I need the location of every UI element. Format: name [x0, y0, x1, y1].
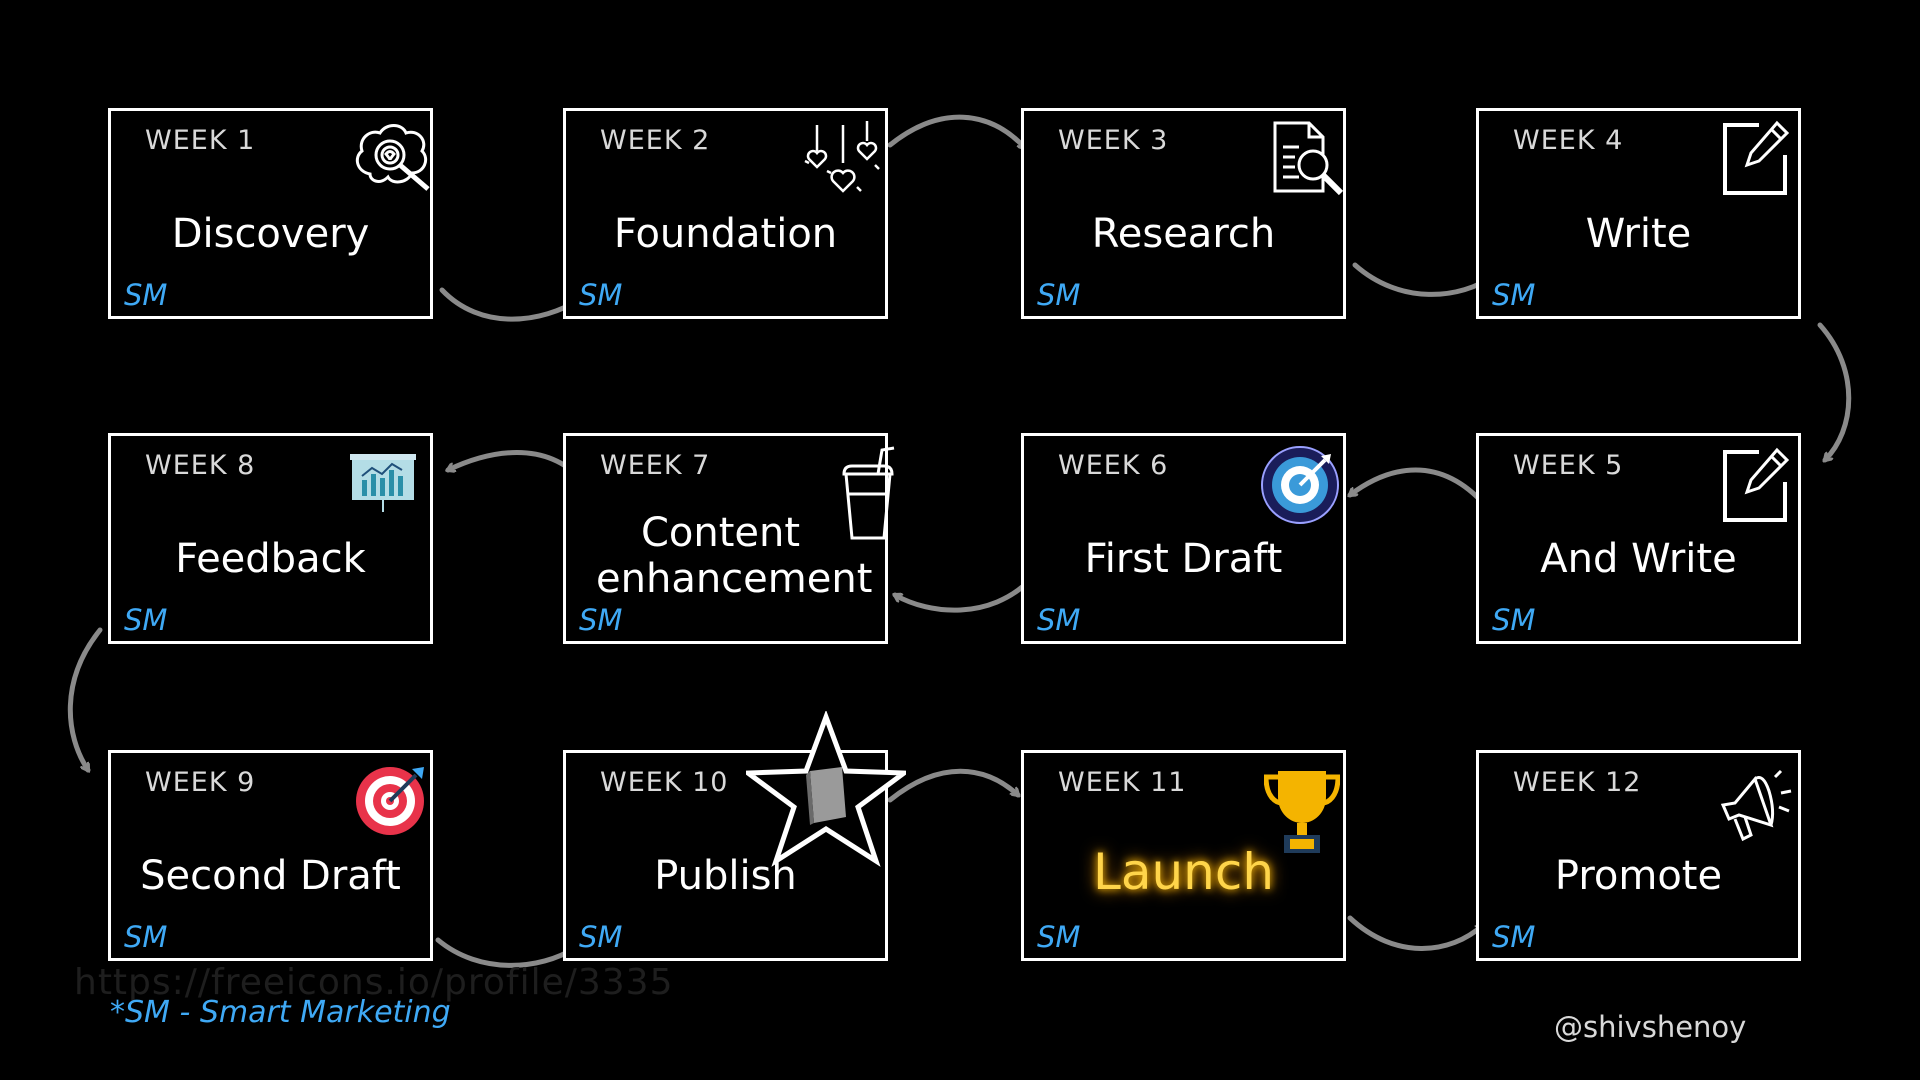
sm-tag: SM	[124, 603, 168, 637]
connector-8-9	[67, 627, 103, 770]
connector-5-6	[1350, 467, 1488, 508]
week-label: WEEK 10	[600, 767, 729, 798]
sm-tag: SM	[1492, 603, 1536, 637]
week-label: WEEK 4	[1513, 125, 1624, 156]
connector-6-7	[895, 577, 1033, 613]
week-label: WEEK 9	[145, 767, 256, 798]
stage-title: First Draft	[1084, 536, 1283, 582]
week-label: WEEK 11	[1058, 767, 1187, 798]
week-label: WEEK 12	[1513, 767, 1642, 798]
sm-tag: SM	[124, 278, 168, 312]
week-label: WEEK 8	[145, 450, 256, 481]
connector-4-5	[1817, 322, 1852, 460]
week-label: WEEK 3	[1058, 125, 1169, 156]
brain-search-icon	[348, 119, 434, 209]
connector-1-2	[439, 287, 582, 322]
week-label: WEEK 2	[600, 125, 711, 156]
bullseye-icon	[354, 763, 428, 841]
document-search-icon	[1269, 119, 1349, 203]
week-label: WEEK 1	[145, 125, 256, 156]
week-label: WEEK 5	[1513, 450, 1624, 481]
connector-3-4	[1352, 262, 1495, 297]
star-book-icon	[740, 709, 912, 875]
stage-title: Content enhancement	[596, 510, 873, 602]
sm-tag: SM	[1037, 920, 1081, 954]
footnote: *SM - Smart Marketing	[110, 995, 451, 1030]
stage-title: Second Draft	[140, 853, 401, 899]
hanging-hearts-icon	[801, 121, 881, 205]
stage-title: Publish	[654, 853, 797, 899]
edit-note-icon	[1719, 446, 1791, 530]
stage-title: Research	[1091, 211, 1276, 257]
week-label: WEEK 7	[600, 450, 711, 481]
author-handle: @shivshenoy	[1554, 1010, 1747, 1044]
sm-tag: SM	[1037, 278, 1081, 312]
week-label: WEEK 6	[1058, 450, 1169, 481]
edit-note-icon	[1719, 119, 1791, 203]
stage-title: Foundation	[613, 211, 838, 257]
sm-tag: SM	[579, 920, 623, 954]
connector-7-8	[448, 450, 585, 483]
stage-title: Promote	[1554, 853, 1723, 899]
drink-cup-icon	[838, 444, 898, 548]
stage-title: Feedback	[175, 536, 366, 582]
connector-10-11	[887, 768, 1018, 803]
target-icon	[1259, 444, 1341, 530]
sm-tag: SM	[579, 603, 623, 637]
presentation-chart-icon	[348, 450, 418, 524]
sm-tag: SM	[124, 920, 168, 954]
sm-tag: SM	[1492, 920, 1536, 954]
megaphone-icon	[1715, 763, 1797, 849]
sm-tag: SM	[579, 278, 623, 312]
stage-title: Write	[1585, 211, 1692, 257]
sm-tag: SM	[1037, 603, 1081, 637]
stage-title: And Write	[1540, 536, 1737, 582]
watermark: https://freeicons.io/profile/3335	[74, 962, 674, 1003]
connector-2-3	[887, 114, 1025, 148]
sm-tag: SM	[1492, 278, 1536, 312]
trophy-icon	[1263, 767, 1341, 859]
stage-title: Launch	[1092, 843, 1275, 901]
stage-title: Discovery	[171, 211, 370, 257]
connector-11-12	[1347, 915, 1483, 951]
